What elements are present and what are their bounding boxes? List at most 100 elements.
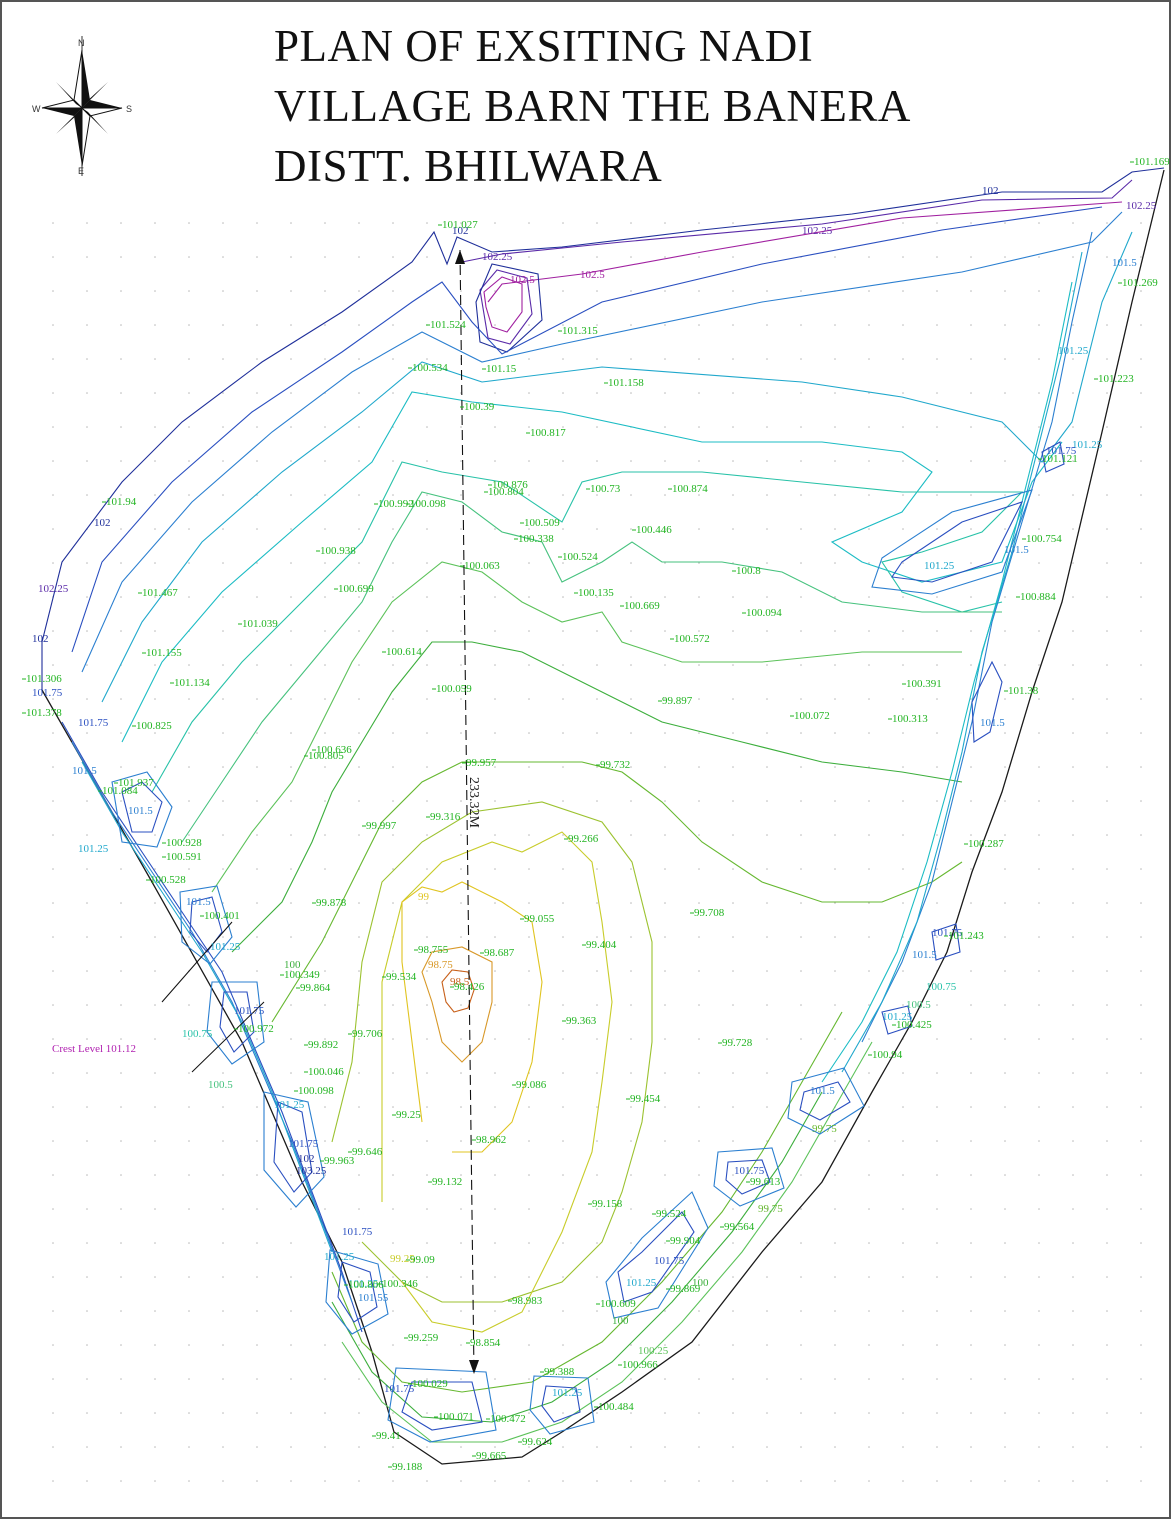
spot-level: 101.15	[482, 363, 517, 375]
contour-label: 101.75	[932, 927, 963, 939]
contour-line	[179, 885, 233, 965]
spot-level: 99.388	[540, 1366, 575, 1378]
contour-label: 101.5	[912, 949, 937, 961]
spot-level: 100.972	[234, 1023, 274, 1035]
spot-level-value: 99.363	[566, 1015, 597, 1027]
contour-label: 102	[982, 185, 999, 197]
spot-level: 100.884	[1016, 591, 1056, 603]
contour-label: 99	[418, 891, 430, 903]
spot-level-value: 100.391	[906, 678, 942, 690]
contour-line	[381, 831, 613, 1333]
contour-line	[81, 211, 1123, 673]
spot-level: 100.636	[312, 744, 352, 756]
contour-label: 101.25	[626, 1277, 657, 1289]
spot-level-value: 100.938	[320, 545, 356, 557]
spot-level-value: 100.804	[488, 486, 524, 498]
spot-level: 100.928	[162, 837, 202, 849]
spot-level: 100.572	[670, 633, 710, 645]
contour-line	[181, 491, 1002, 843]
spot-level: 100.874	[668, 483, 708, 495]
spot-level: 101.169	[1130, 156, 1169, 168]
spot-level-value: 99.892	[308, 1039, 338, 1051]
title-line-2: VILLAGE BARN THE BANERA	[274, 81, 911, 131]
spot-level-value: 100.94	[872, 1049, 903, 1061]
spot-level: 100.817	[526, 427, 566, 439]
spot-level-value: 100.472	[490, 1413, 526, 1425]
spot-level: 101.155	[142, 647, 182, 659]
spot-level: 100.805	[304, 750, 344, 762]
contour-line	[441, 969, 475, 1013]
spot-level: 100.029	[408, 1378, 448, 1390]
contour-label: 102	[298, 1153, 315, 1165]
spot-level: 101.243	[944, 930, 984, 942]
spot-level-value: 100.972	[238, 1023, 274, 1035]
spot-level-value: 101.94	[106, 496, 137, 508]
contour-line	[421, 946, 493, 1063]
spot-level: 101.38	[1004, 685, 1039, 697]
spot-level: 101.467	[138, 587, 178, 599]
spot-level: 99.869	[666, 1283, 701, 1295]
contour-label: 103.25	[296, 1165, 327, 1177]
spot-level-value: 99.732	[600, 759, 630, 771]
spot-level-value: 100.401	[204, 910, 240, 922]
contour-label: 101.25	[324, 1251, 355, 1263]
spot-level-value: 100.059	[436, 683, 472, 695]
spot-level-value: 101.524	[430, 319, 466, 331]
contour-line	[271, 761, 963, 1023]
contour-line	[387, 1367, 497, 1443]
contour-label: 101.5	[1004, 544, 1029, 556]
spot-level-value: 100.8	[736, 565, 761, 577]
spot-level: 101.306	[22, 673, 62, 685]
spot-level: 101.158	[604, 377, 644, 389]
spot-level-value: 100.609	[600, 1298, 636, 1310]
spot-level-value: 99.25	[396, 1109, 421, 1121]
spot-level: 99.266	[564, 833, 599, 845]
spot-level-value: 101.169	[1134, 156, 1169, 168]
spot-level-value: 101.223	[1098, 373, 1134, 385]
spot-level: 100.098	[294, 1085, 334, 1097]
spot-level-value: 100.524	[562, 551, 598, 563]
contour-line	[325, 1249, 389, 1335]
spot-level-value: 99.132	[432, 1176, 462, 1188]
spot-level-value: 101.243	[948, 930, 984, 942]
contour-line	[487, 201, 1123, 303]
spot-level: 100.94	[868, 1049, 903, 1061]
spot-level-value: 100.825	[136, 720, 172, 732]
spot-level-value: 99.086	[516, 1079, 547, 1091]
spot-level: 100.059	[432, 683, 472, 695]
spot-level-value: 100.098	[410, 498, 446, 510]
spot-level-value: 100.072	[794, 710, 830, 722]
contour-line	[461, 179, 1133, 263]
spot-level-value: 99.957	[466, 757, 497, 769]
spot-level: 100.401	[200, 910, 240, 922]
spot-level: 99.892	[304, 1039, 338, 1051]
contour-label: 101.25	[882, 1011, 913, 1023]
spot-level-value: 100.425	[896, 1019, 932, 1031]
contour-label: 102	[32, 633, 49, 645]
contour-label: 100.75	[182, 1028, 213, 1040]
spot-level: 101.524	[426, 319, 466, 331]
spot-level-value: 100.636	[316, 744, 352, 756]
spot-level-value: 100.534	[412, 362, 448, 374]
spot-level: 100.349	[280, 969, 320, 981]
spot-level: 100.046	[304, 1066, 344, 1078]
spot-level-value: 99.188	[392, 1461, 423, 1473]
contour-label: 101.75	[342, 1226, 373, 1238]
spot-level: 100.528	[146, 874, 186, 886]
contour-line	[475, 263, 543, 353]
spot-level: 100.094	[742, 607, 782, 619]
contour-line	[71, 206, 1103, 653]
contour-line	[331, 1091, 823, 1423]
spot-level-value: 99.665	[476, 1450, 507, 1462]
contour-line	[331, 1011, 843, 1393]
spot-level-value: 100.966	[622, 1359, 658, 1371]
contour-label: 102	[94, 517, 111, 529]
compass-letter-s: S	[126, 104, 132, 114]
contour-label: 101.25	[1072, 439, 1103, 451]
spot-level: 101.315	[558, 325, 598, 337]
spot-level: 101.937	[114, 777, 154, 789]
spot-level-value: 99.878	[316, 897, 347, 909]
spot-level-value: 99.316	[430, 811, 461, 823]
dimension-line: 233.32M	[455, 249, 481, 1375]
spot-level-value: 101.039	[242, 618, 278, 630]
